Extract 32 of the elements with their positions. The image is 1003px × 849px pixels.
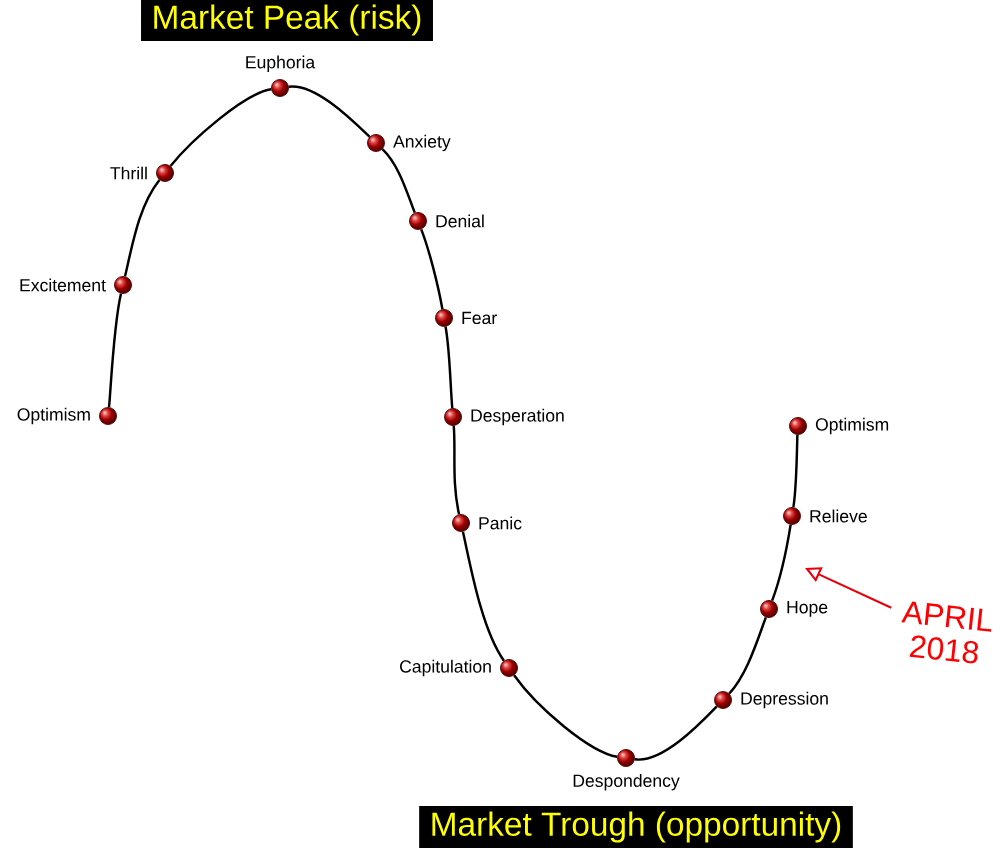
curve-segment <box>420 228 444 310</box>
curve-segment <box>444 326 454 409</box>
stage-label: Hope <box>787 601 828 617</box>
curve-segment <box>634 705 718 761</box>
stage-label: Despondency <box>573 774 680 791</box>
curve-segment <box>513 674 618 758</box>
stage-label: Excitement <box>20 278 106 292</box>
stage-label: Desperation <box>471 408 564 426</box>
title-banner: Market Peak (risk) <box>141 0 433 41</box>
stage-label: Depression <box>741 691 828 709</box>
curve-segment <box>123 179 161 277</box>
curve-segment <box>381 148 416 214</box>
stage-label: Relieve <box>810 509 867 523</box>
curve-segment <box>792 434 799 508</box>
stage-label: Euphoria <box>246 55 316 72</box>
curve-segment <box>771 524 792 602</box>
stage-label: Thrill <box>110 166 147 180</box>
curve-segment <box>107 293 123 408</box>
stage-label: Anxiety <box>393 134 451 152</box>
curve-segment <box>461 531 505 662</box>
stage-label: Optimism <box>17 407 90 425</box>
stage-label: Denial <box>436 214 484 228</box>
title-banner: Market Trough (opportunity) <box>419 806 853 848</box>
stage-label: Capitulation <box>400 659 491 677</box>
handwritten-note: APRIL 2018 <box>901 601 992 664</box>
curve-segment <box>728 616 768 695</box>
curve-segment <box>288 85 371 138</box>
stage-label: Optimism <box>815 417 889 435</box>
curve-segment <box>169 88 272 167</box>
stage-label: Fear <box>462 311 497 325</box>
curve-segment <box>452 425 461 515</box>
stage-label: Panic <box>479 516 522 530</box>
